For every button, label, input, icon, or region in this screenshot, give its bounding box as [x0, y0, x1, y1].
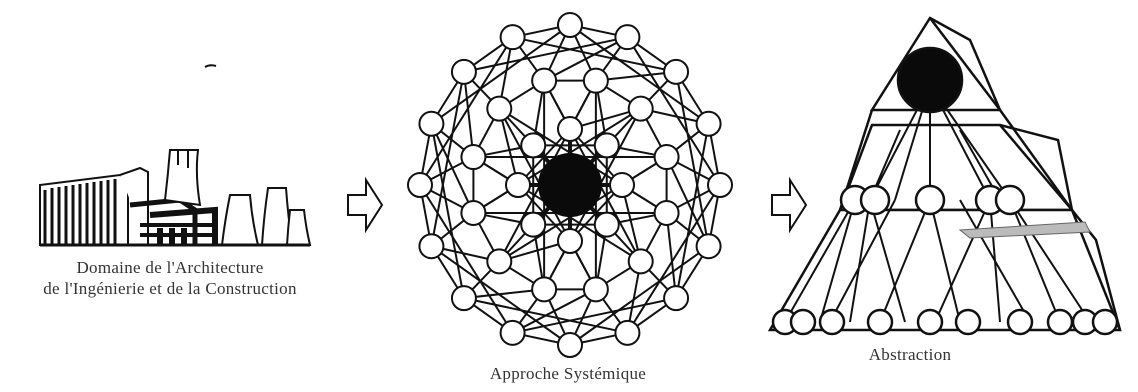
network-node	[506, 173, 530, 197]
network-node	[615, 25, 639, 49]
network-node	[452, 60, 476, 84]
network-node	[595, 133, 619, 157]
network-node	[629, 249, 653, 273]
abstraction-caption: Abstraction	[800, 344, 1020, 366]
domain-caption-line1: Domaine de l'Architecture	[20, 257, 320, 279]
core-node	[898, 48, 962, 112]
core-node	[538, 153, 602, 217]
network-node	[558, 333, 582, 357]
network-node	[558, 117, 582, 141]
network-node	[532, 69, 556, 93]
network-node	[610, 173, 634, 197]
network-node	[584, 277, 608, 301]
network-node	[584, 69, 608, 93]
network-node	[558, 229, 582, 253]
arrow-right-icon	[772, 180, 806, 230]
network-node	[408, 173, 432, 197]
network-node	[615, 321, 639, 345]
abstraction-pyramid	[770, 18, 1120, 334]
network-node	[501, 25, 525, 49]
domain-caption-line2: de l'Ingénierie et de la Construction	[0, 278, 340, 300]
network-node	[419, 234, 443, 258]
network-node	[487, 97, 511, 121]
network-node	[461, 145, 485, 169]
network-node	[419, 112, 443, 136]
network-node	[501, 321, 525, 345]
network-node	[664, 60, 688, 84]
arrow-right-icon	[348, 180, 382, 230]
network-node	[461, 201, 485, 225]
network-node	[697, 234, 721, 258]
building-illustration	[40, 65, 310, 245]
network-node	[664, 286, 688, 310]
network-node	[532, 277, 556, 301]
systemic-caption: Approche Systémique	[400, 363, 736, 385]
network-node	[595, 213, 619, 237]
network-node	[655, 201, 679, 225]
network-node	[452, 286, 476, 310]
network-node	[629, 97, 653, 121]
network-node	[521, 133, 545, 157]
systemic-network	[408, 13, 732, 357]
network-node	[521, 213, 545, 237]
network-node	[708, 173, 732, 197]
network-node	[697, 112, 721, 136]
network-node	[487, 249, 511, 273]
network-node	[558, 13, 582, 37]
network-node	[655, 145, 679, 169]
